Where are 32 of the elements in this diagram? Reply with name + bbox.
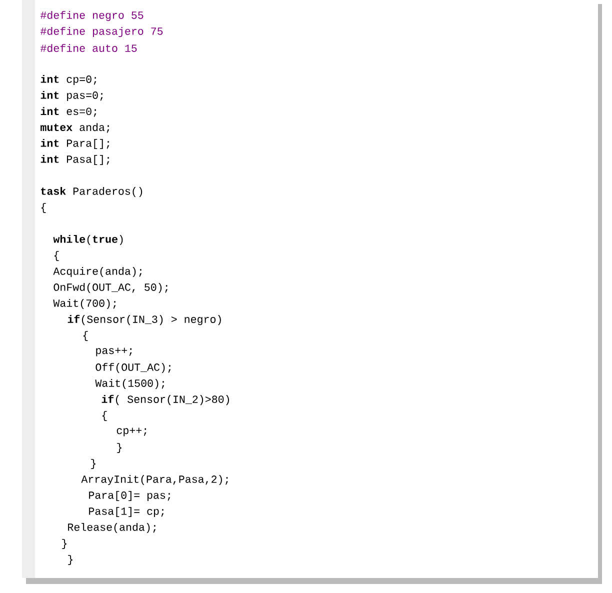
code-line: if( Sensor(IN_2)>80) [102, 394, 229, 406]
code-line: { [54, 250, 59, 262]
code-line: Acquire(anda); [53, 266, 142, 278]
code-line: Wait(1500); [95, 378, 164, 390]
code-line: { [83, 330, 88, 342]
code-line: if(Sensor(IN_3) > negro) [68, 314, 221, 326]
code-line: int pas=0; [40, 90, 103, 102]
code-line: } [62, 538, 66, 550]
code-line: Para[0]= pas; [89, 490, 170, 502]
code-line: int Para[]; [40, 138, 110, 150]
code-line: Pasa[1]= cp; [89, 506, 164, 518]
code-line: } [117, 442, 122, 454]
code-line: int es=0; [40, 107, 96, 117]
code-line: pas++; [96, 348, 132, 356]
code-line: int cp=0; [40, 74, 96, 86]
code-line: #define auto 15 [40, 44, 137, 52]
code-line: mutex anda; [40, 123, 110, 133]
code-line: int Pasa[]; [40, 154, 110, 166]
code-line: } [68, 554, 72, 566]
code-line: #define pasajero 75 [40, 26, 163, 38]
code-line: Wait(700); [53, 298, 116, 310]
code-line: ArrayInit(Para,Pasa,2); [81, 474, 228, 486]
code-line: Release(anda); [68, 522, 156, 534]
code-line: { [41, 202, 46, 214]
code-line: OnFwd(OUT_AC, 50); [54, 282, 168, 294]
code-line: { [102, 410, 107, 422]
code-line: } [91, 458, 96, 470]
code-line: task Paraderos() [41, 186, 142, 198]
code-line: Off(OUT_AC); [96, 362, 171, 374]
code-line: cp++; [116, 428, 146, 436]
code-line: while(true) [53, 234, 123, 246]
code-line: #define negro 55 [40, 10, 144, 22]
